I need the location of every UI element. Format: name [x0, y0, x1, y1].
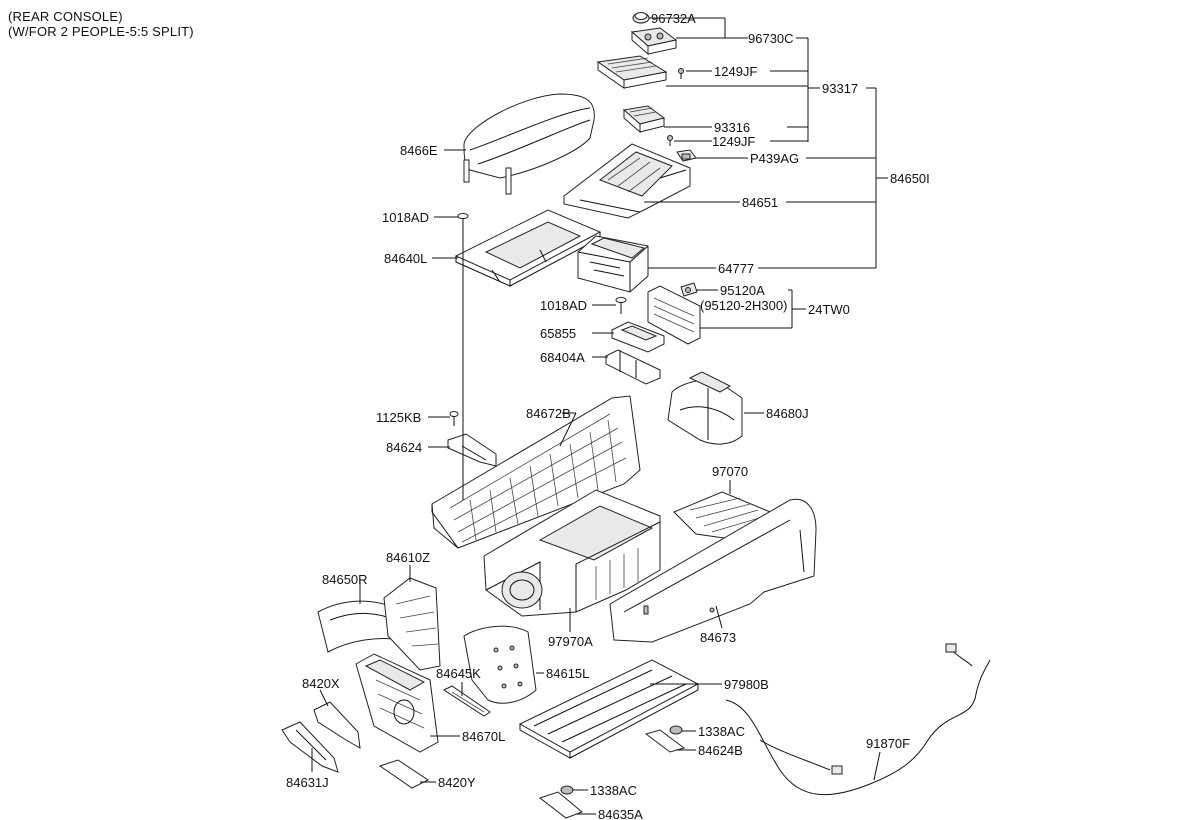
label-84640L: 84640L [384, 251, 427, 266]
part-84624B-bracket [644, 729, 686, 753]
label-1018AD-a: 1018AD [382, 210, 429, 225]
label-84651: 84651 [742, 195, 778, 210]
part-93317-panel [596, 55, 668, 89]
label-24TW0: 24TW0 [808, 302, 850, 317]
label-97980B: 97980B [724, 677, 769, 692]
label-84672B: 84672B [526, 406, 571, 421]
part-91870F-wiring-harness [725, 643, 991, 796]
label-84650I: 84650I [890, 171, 930, 186]
part-68404A-bracket [605, 349, 661, 385]
label-8420X: 8420X [302, 676, 340, 691]
part-1249JF-screw-a [678, 68, 684, 79]
diagram-subtitle: (W/FOR 2 PEOPLE-5:5 SPLIT) [8, 24, 194, 39]
label-84645K: 84645K [436, 666, 481, 681]
label-84615L: 84615L [546, 666, 589, 681]
part-96732A-cap [632, 12, 650, 24]
part-95120A-bracket [647, 285, 701, 345]
label-P439AG: P439AG [750, 151, 799, 166]
label-1249JF-b: 1249JF [712, 134, 755, 149]
label-1249JF-a: 1249JF [714, 64, 757, 79]
label-84670L: 84670L [462, 729, 505, 744]
part-1125KB-screw [449, 411, 459, 426]
part-84615L-cover [463, 625, 537, 704]
part-1338AC-nut-b [560, 785, 574, 795]
part-8466E-armrest-lid [463, 93, 595, 195]
label-84631J: 84631J [286, 775, 329, 790]
part-84680J-rear-cover [667, 371, 743, 445]
label-95120A: 95120A [720, 283, 765, 298]
part-84640L-tray [454, 209, 602, 287]
part-8420Y-bracket [378, 759, 429, 789]
label-1338AC-b: 1338AC [590, 783, 637, 798]
label-84610Z: 84610Z [386, 550, 430, 565]
label-1338AC-a: 1338AC [698, 724, 745, 739]
label-84650R: 84650R [322, 572, 368, 587]
label-97970A: 97970A [548, 634, 593, 649]
part-64777-storage-box [577, 235, 649, 293]
part-65855-bracket [611, 321, 665, 353]
part-93316-switch [622, 105, 666, 134]
diagram-title: (REAR CONSOLE) [8, 9, 123, 24]
label-96732A: 96732A [651, 11, 696, 26]
label-96730C: 96730C [748, 31, 794, 46]
part-1249JF-screw-b [667, 135, 673, 146]
part-84672B-side-frame [431, 395, 641, 549]
label-8466E: 8466E [400, 143, 438, 158]
part-84635A-bracket [538, 791, 583, 819]
label-64777: 64777 [718, 261, 754, 276]
label-84624B: 84624B [698, 743, 743, 758]
part-84673-side-panel [609, 498, 817, 643]
part-96730C-switch [630, 27, 678, 56]
part-1018AD-screw-a [457, 213, 469, 228]
part-84610Z-frame [383, 577, 441, 671]
label-84624: 84624 [386, 440, 422, 455]
label-68404A: 68404A [540, 350, 585, 365]
label-97070: 97070 [712, 464, 748, 479]
label-8420Y: 8420Y [438, 775, 476, 790]
part-P439AG-connector [676, 149, 697, 162]
label-1125KB: 1125KB [376, 410, 421, 425]
label-1018AD-b: 1018AD [540, 298, 587, 313]
part-95120A-sensor [680, 282, 698, 297]
part-97970A-duct-box [483, 489, 661, 617]
part-1018AD-screw-b [615, 297, 627, 314]
leader-lines [311, 17, 888, 815]
label-95120-2H300: (95120-2H300) [700, 298, 787, 313]
part-84651-upper-cover [563, 143, 691, 219]
part-1338AC-nut-a [669, 725, 683, 735]
part-8420X-bracket [313, 701, 361, 749]
label-93316: 93316 [714, 120, 750, 135]
label-65855: 65855 [540, 326, 576, 341]
part-84624-bracket [447, 433, 497, 467]
part-84631J-bracket [281, 721, 339, 773]
label-84635A: 84635A [598, 807, 643, 820]
part-84670L-lower-box [355, 653, 439, 753]
label-84673: 84673 [700, 630, 736, 645]
label-93317: 93317 [822, 81, 858, 96]
label-91870F: 91870F [866, 736, 910, 751]
part-84645K-strip [442, 685, 491, 717]
label-84680J: 84680J [766, 406, 809, 421]
